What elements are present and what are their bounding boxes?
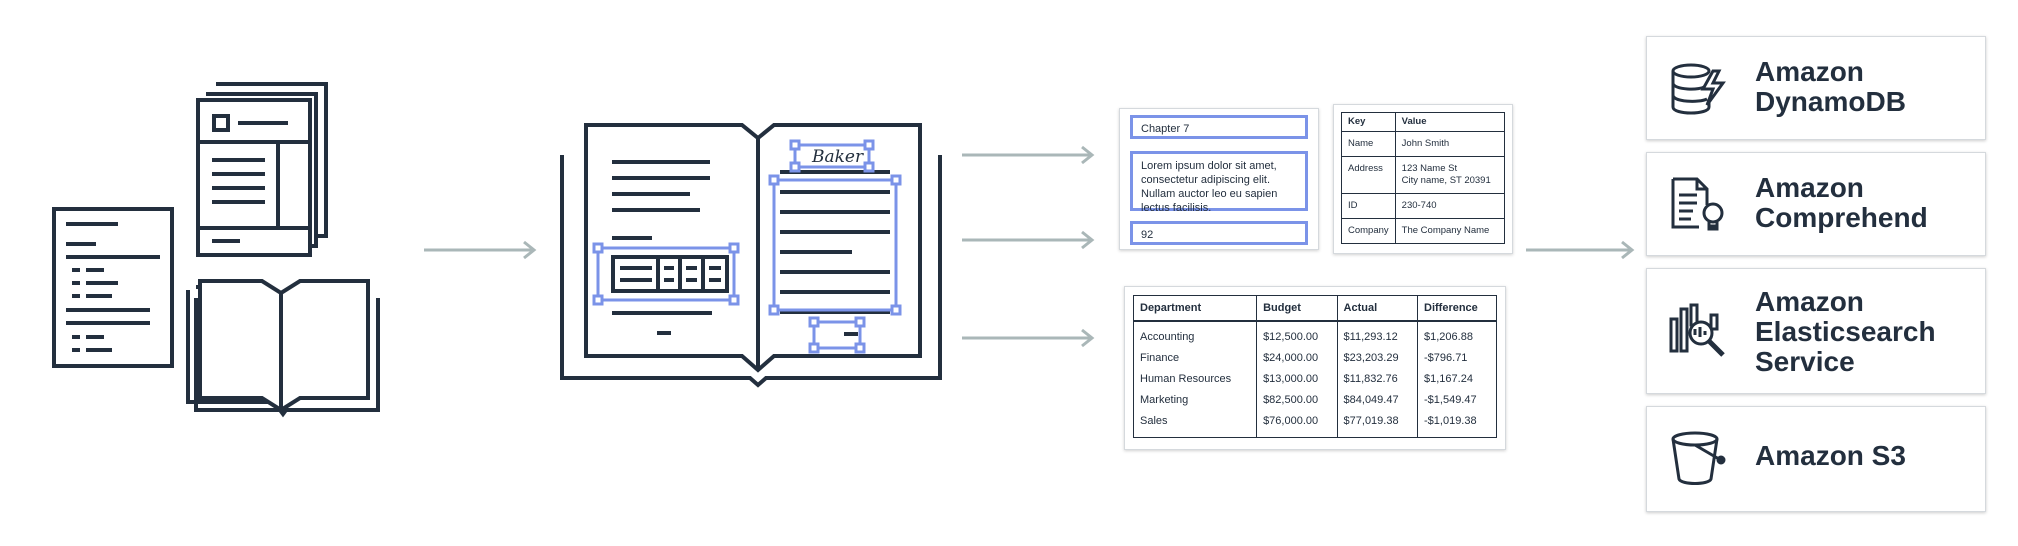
comprehend-icon xyxy=(1671,177,1724,231)
budget-row: Finance$24,000.00$23,203.29-$796.71 xyxy=(1132,348,1497,369)
budget-cell: $82,500.00 xyxy=(1256,390,1338,411)
kv-value-cell: 230-740 xyxy=(1394,193,1506,219)
budget-cell: Accounting xyxy=(1132,321,1258,348)
analyzed-book-icon: Baker xyxy=(560,123,942,388)
service-label: Amazon Elasticsearch Service xyxy=(1755,286,1936,377)
budget-row: Marketing$82,500.00$84,049.47-$1,549.47 xyxy=(1132,390,1497,411)
budget-cell: -$796.71 xyxy=(1417,348,1497,369)
budget-header-cell: Department xyxy=(1132,295,1258,322)
budget-cell: $1,167.24 xyxy=(1417,369,1497,390)
flow-arrow xyxy=(962,230,1095,250)
budget-header-cell: Difference xyxy=(1417,295,1497,322)
s3-bucket-icon xyxy=(1671,431,1726,485)
budget-cell: $12,500.00 xyxy=(1256,321,1338,348)
kv-key-cell: ID xyxy=(1341,193,1396,219)
kv-key-cell: Name xyxy=(1341,131,1396,157)
extracted-text-card: Chapter 7 Lorem ipsum dolor sit amet, co… xyxy=(1119,108,1319,250)
paragraph-field: Lorem ipsum dolor sit amet, consectetur … xyxy=(1130,151,1308,214)
budget-row: Accounting$12,500.00$11,293.12$1,206.88 xyxy=(1132,321,1497,348)
budget-cell: $24,000.00 xyxy=(1256,348,1338,369)
kv-key-cell: Address xyxy=(1341,156,1396,194)
budget-cell: $11,293.12 xyxy=(1336,321,1419,348)
budget-cell: $77,019.38 xyxy=(1336,411,1419,438)
chapter-field: Chapter 7 xyxy=(1130,115,1308,139)
dynamodb-icon xyxy=(1671,63,1726,115)
input-documents-icon xyxy=(52,82,380,418)
budget-cell: -$1,019.38 xyxy=(1417,411,1497,438)
page-number-field: 92 xyxy=(1130,221,1308,245)
budget-cell: $76,000.00 xyxy=(1256,411,1338,438)
flow-arrow xyxy=(1526,240,1635,260)
kv-header-cell: Key xyxy=(1341,112,1396,132)
signature-text: Baker xyxy=(811,147,864,167)
elasticsearch-icon xyxy=(1669,303,1725,357)
kv-value-cell: 123 Name St City name, ST 20391 xyxy=(1394,156,1506,194)
budget-cell: -$1,549.47 xyxy=(1417,390,1497,411)
budget-row: Human Resources$13,000.00$11,832.76$1,16… xyxy=(1132,369,1497,390)
budget-cell: $11,832.76 xyxy=(1336,369,1419,390)
service-box-comprehend: Amazon Comprehend xyxy=(1646,152,1986,256)
service-box-dynamodb: Amazon DynamoDB xyxy=(1646,36,1986,140)
kv-key-cell: Company xyxy=(1341,218,1396,244)
service-box-elasticsearch: Amazon Elasticsearch Service xyxy=(1646,268,1986,394)
flow-arrow xyxy=(962,145,1095,165)
budget-cell: Marketing xyxy=(1132,390,1258,411)
budget-header-cell: Budget xyxy=(1256,295,1338,322)
budget-cell: $84,049.47 xyxy=(1336,390,1419,411)
budget-row: Sales$76,000.00$77,019.38-$1,019.38 xyxy=(1132,411,1497,438)
budget-cell: Human Resources xyxy=(1132,369,1258,390)
service-label: Amazon S3 xyxy=(1755,440,1906,471)
kv-header-cell: Value xyxy=(1394,112,1506,132)
budget-header-cell: Actual xyxy=(1336,295,1419,322)
kv-value-cell: John Smith xyxy=(1394,131,1506,157)
service-label: Amazon DynamoDB xyxy=(1755,56,1906,117)
budget-cell: $1,206.88 xyxy=(1417,321,1497,348)
budget-cell: Sales xyxy=(1132,411,1258,438)
kv-value-cell: The Company Name xyxy=(1394,218,1506,244)
budget-cell: $13,000.00 xyxy=(1256,369,1338,390)
budget-cell: $23,203.29 xyxy=(1336,348,1419,369)
flow-arrow xyxy=(424,240,537,260)
budget-cell: Finance xyxy=(1132,348,1258,369)
service-label: Amazon Comprehend xyxy=(1755,172,1928,233)
flow-arrow xyxy=(962,328,1095,348)
service-box-s3: Amazon S3 xyxy=(1646,406,1986,512)
